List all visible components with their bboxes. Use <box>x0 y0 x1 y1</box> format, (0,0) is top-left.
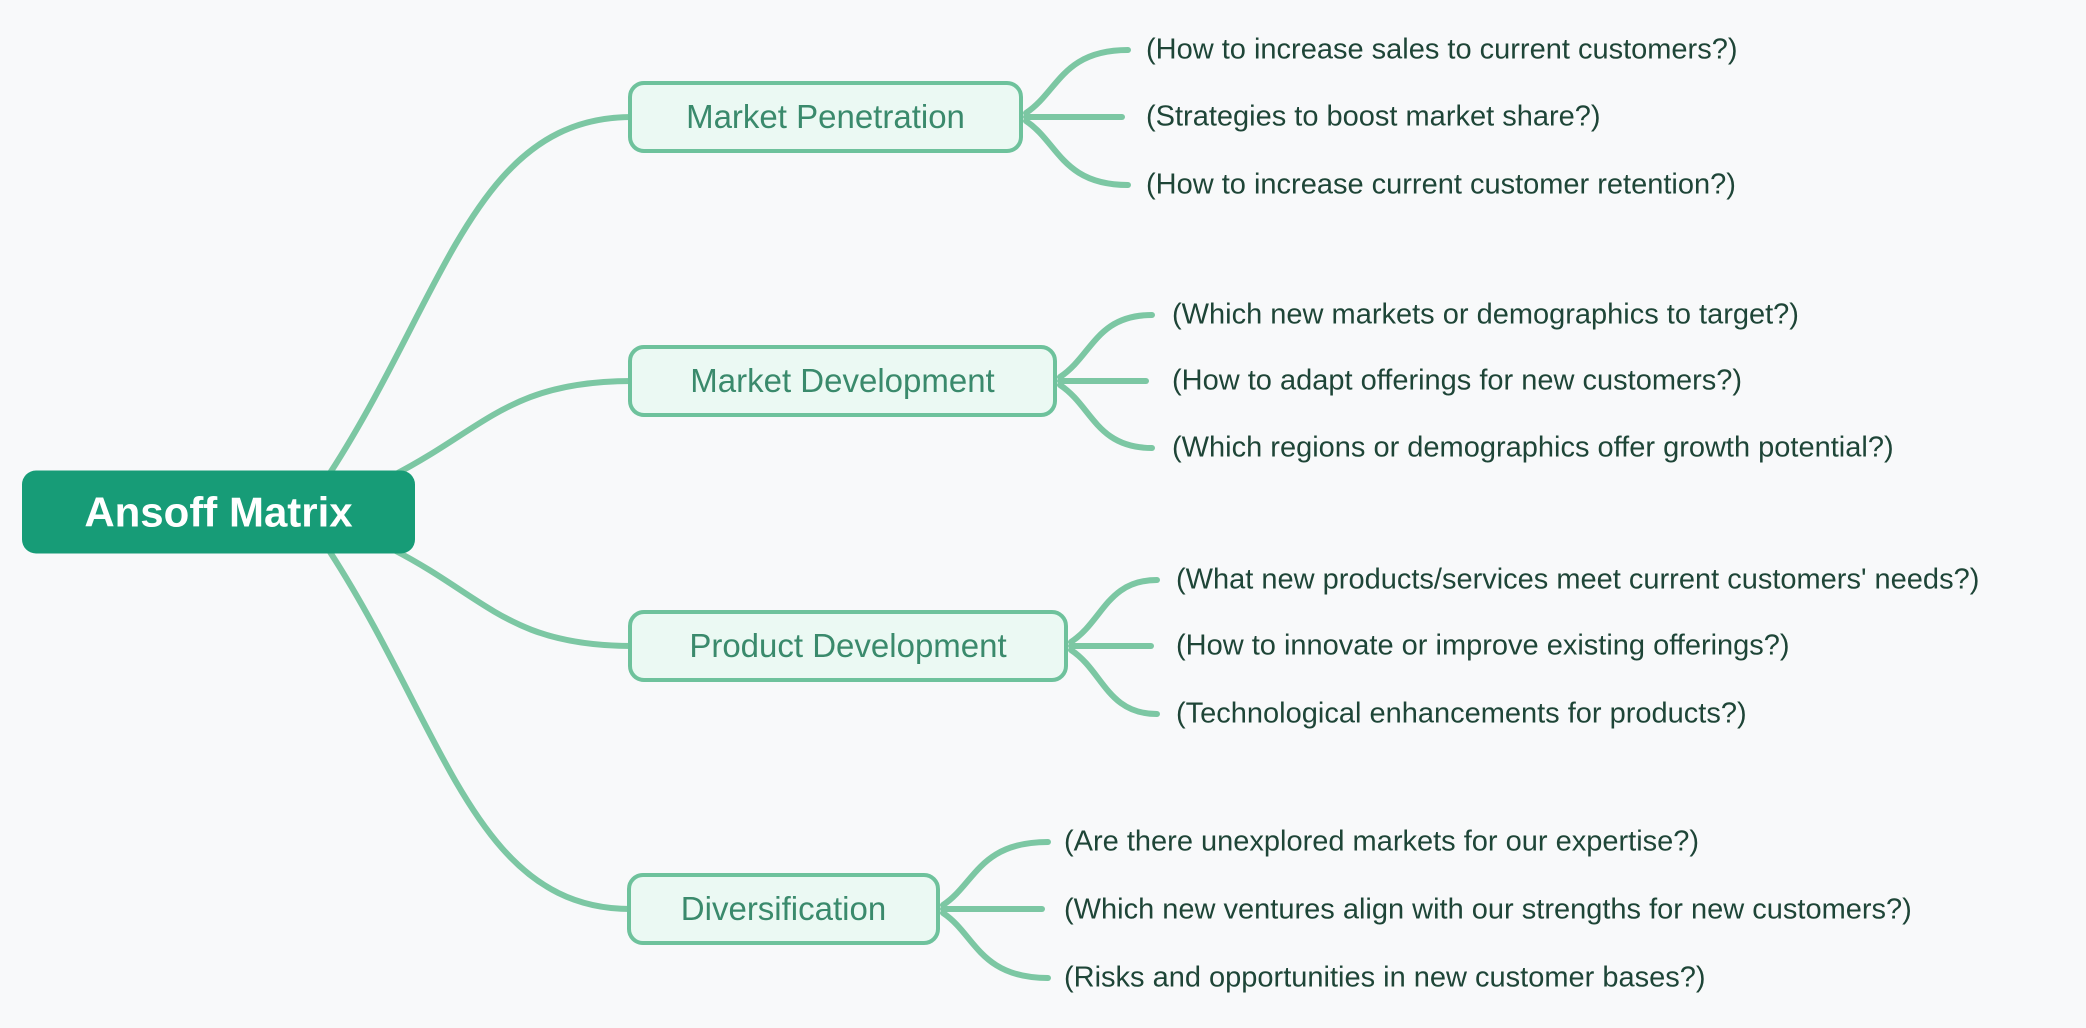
branch-node-label: Market Penetration <box>686 98 965 135</box>
leaf-node-diversification-2[interactable]: (Risks and opportunities in new customer… <box>1064 961 1706 994</box>
edge-product-development-leaf-0 <box>1068 577 1160 645</box>
root-node-label: Ansoff Matrix <box>84 488 353 535</box>
leaf-node-product-development-0[interactable]: (What new products/services meet current… <box>1176 563 1980 596</box>
leaf-node-market-penetration-0[interactable]: (How to increase sales to current custom… <box>1146 33 1738 66</box>
edge-product-development-leaf-2 <box>1068 647 1160 717</box>
edge-root-to-market-development <box>391 378 635 478</box>
leaf-node-market-development-1[interactable]: (How to adapt offerings for new customer… <box>1172 364 1743 397</box>
leaf-node-diversification-1[interactable]: (Which new ventures align with our stren… <box>1064 893 1912 926</box>
branch-node-market-development[interactable]: Market Development <box>628 345 1057 417</box>
edge-root-to-market-penetration <box>327 114 635 476</box>
leaf-node-product-development-1[interactable]: (How to innovate or improve existing off… <box>1176 629 1790 662</box>
branch-node-product-development[interactable]: Product Development <box>628 610 1068 682</box>
branch-node-label: Product Development <box>689 627 1007 664</box>
edge-diversification-leaf-2 <box>940 910 1051 981</box>
edge-diversification-leaf-0 <box>940 839 1051 908</box>
leaf-node-market-penetration-1[interactable]: (Strategies to boost market share?) <box>1146 100 1601 133</box>
leaf-node-product-development-2[interactable]: (Technological enhancements for products… <box>1176 697 1747 730</box>
leaf-node-diversification-0[interactable]: (Are there unexplored markets for our ex… <box>1064 825 1700 858</box>
root-node-ansoff-matrix[interactable]: Ansoff Matrix <box>22 470 415 554</box>
edge-root-to-product-development <box>391 547 635 649</box>
edge-market-penetration-leaf-0 <box>1023 47 1131 116</box>
leaf-node-market-development-0[interactable]: (Which new markets or demographics to ta… <box>1172 298 1799 331</box>
leaf-node-market-penetration-2[interactable]: (How to increase current customer retent… <box>1146 168 1736 201</box>
edge-market-development-leaf-2 <box>1057 382 1155 451</box>
branch-node-diversification[interactable]: Diversification <box>627 873 940 945</box>
edge-market-penetration-leaf-2 <box>1023 118 1131 188</box>
leaf-node-market-development-2[interactable]: (Which regions or demographics offer gro… <box>1172 431 1894 464</box>
branch-node-label: Diversification <box>680 890 887 927</box>
edge-market-development-leaf-0 <box>1057 312 1155 380</box>
branch-node-label: Market Development <box>690 362 995 399</box>
edge-root-to-diversification <box>327 549 634 912</box>
branch-node-market-penetration[interactable]: Market Penetration <box>628 81 1023 153</box>
